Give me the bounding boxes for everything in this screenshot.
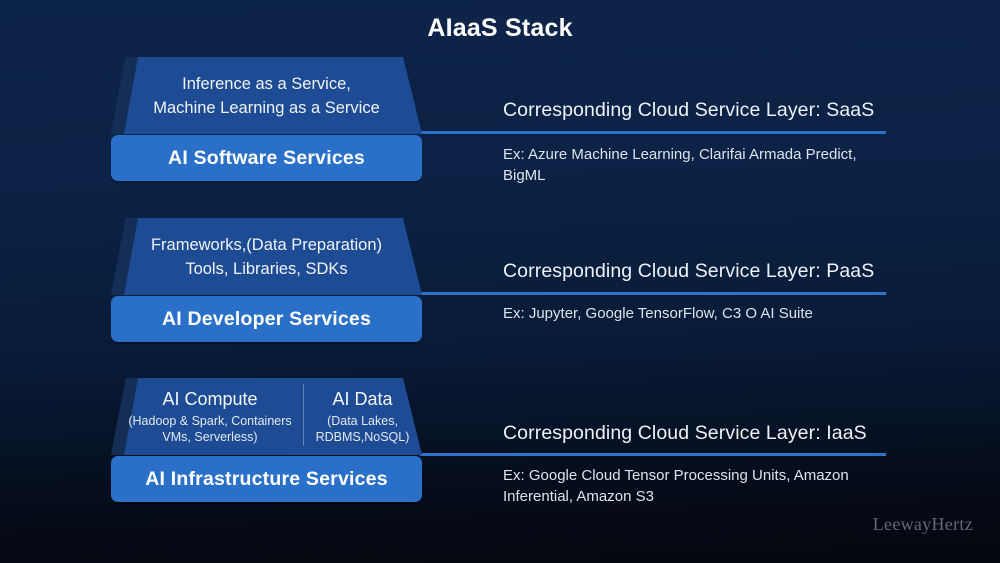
ai-data-subtitle: (Data Lakes, RDBMS,NoSQL) — [315, 414, 410, 444]
ai-compute-title: AI Compute — [162, 389, 258, 409]
paas-capabilities-text: Frameworks,(Data Preparation) Tools, Lib… — [151, 233, 382, 281]
cloud-layer-heading-saas: Corresponding Cloud Service Layer: SaaS — [503, 99, 875, 121]
stack-section-saas: Inference as a Service, Machine Learning… — [111, 57, 422, 181]
layer-band-developer-services: AI Developer Services — [111, 296, 422, 342]
paas-capability-line-2: Tools, Libraries, SDKs — [185, 259, 348, 278]
vertical-divider — [303, 384, 304, 446]
saas-capabilities-text: Inference as a Service, Machine Learning… — [153, 72, 380, 120]
page-title: AIaaS Stack — [427, 14, 573, 42]
ai-compute-cell: AI Compute (Hadoop & Spark, Containers V… — [111, 378, 303, 455]
connector-line-paas — [420, 292, 886, 295]
stack-section-paas: Frameworks,(Data Preparation) Tools, Lib… — [111, 218, 422, 342]
cloud-layer-heading-iaas: Corresponding Cloud Service Layer: IaaS — [503, 422, 867, 444]
trapezoid-iaas: AI Compute (Hadoop & Spark, Containers V… — [111, 378, 422, 455]
connector-line-saas — [420, 131, 886, 134]
saas-capability-line-1: Inference as a Service, — [182, 74, 351, 93]
examples-text-paas: Ex: Jupyter, Google TensorFlow, C3 O AI … — [503, 305, 813, 322]
layer-band-software-services: AI Software Services — [111, 135, 422, 181]
ai-compute-subtitle: (Hadoop & Spark, Containers VMs, Serverl… — [128, 414, 292, 444]
paas-capability-line-1: Frameworks,(Data Preparation) — [150, 235, 383, 254]
cloud-layer-heading-paas: Corresponding Cloud Service Layer: PaaS — [503, 260, 875, 282]
saas-capability-line-2: Machine Learning as a Service — [153, 98, 380, 117]
ai-data-cell: AI Data (Data Lakes, RDBMS,NoSQL) — [303, 378, 422, 455]
trapezoid-paas: Frameworks,(Data Preparation) Tools, Lib… — [111, 218, 422, 295]
examples-text-saas: Ex: Azure Machine Learning, Clarifai Arm… — [503, 146, 857, 184]
layer-band-infrastructure-services: AI Infrastructure Services — [111, 456, 422, 502]
trapezoid-saas: Inference as a Service, Machine Learning… — [111, 57, 422, 134]
ai-data-title: AI Data — [332, 389, 393, 409]
watermark: LeewayHertz — [872, 514, 973, 534]
iaas-split-row: AI Compute (Hadoop & Spark, Containers V… — [111, 378, 422, 455]
examples-text-iaas: Ex: Google Cloud Tensor Processing Units… — [503, 467, 849, 505]
stack-section-iaas: AI Compute (Hadoop & Spark, Containers V… — [111, 378, 422, 502]
connector-line-iaas — [420, 453, 886, 456]
